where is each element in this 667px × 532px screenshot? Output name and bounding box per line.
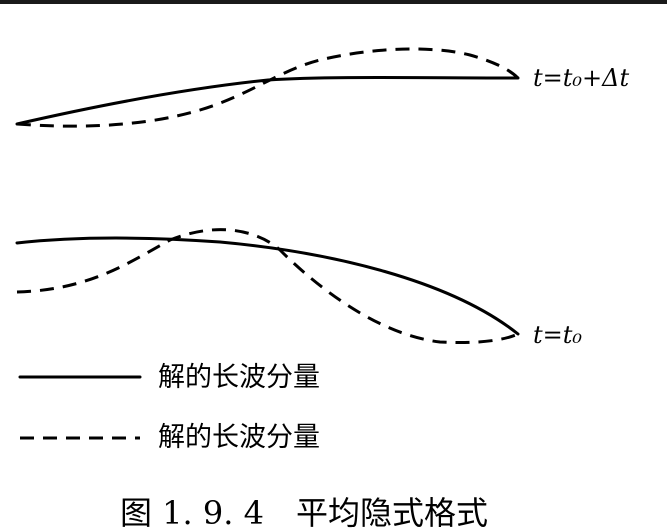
- upper-plot: t=t₀+Δt: [15, 47, 629, 128]
- figure-caption: 图 1. 9. 4 平均隐式格式: [120, 494, 488, 532]
- upper-time-label: t=t₀+Δt: [533, 64, 629, 92]
- upper-dashed-curve: [16, 47, 520, 128]
- legend: 解的长波分量 解的长波分量: [18, 362, 320, 453]
- upper-solid-curve: [15, 76, 520, 126]
- legend-dashed-label: 解的长波分量: [158, 422, 320, 453]
- top-border-line: [0, 0, 667, 4]
- lower-solid-curve: [15, 236, 520, 336]
- lower-plot: t=t₀: [15, 228, 582, 349]
- legend-solid-label: 解的长波分量: [158, 362, 320, 393]
- lower-dashed-curve: [16, 228, 519, 344]
- lower-time-label: t=t₀: [533, 321, 582, 349]
